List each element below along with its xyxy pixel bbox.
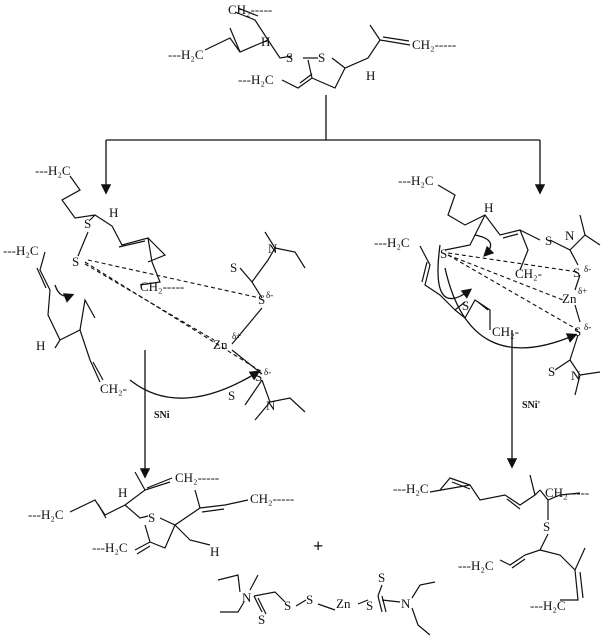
delta-minus-label: δ- [266, 290, 273, 300]
h-label: H [118, 485, 127, 500]
n-label: N [401, 596, 411, 611]
h2c-label: ---H₂C [168, 47, 204, 62]
s-label: S [84, 216, 91, 231]
s-label: S [306, 592, 313, 607]
delta-plus-label: δ+ [578, 286, 587, 296]
zinc-dithiocarbamate-complex: N S S S Zn S S N [217, 570, 436, 636]
s-label: S [255, 369, 262, 384]
s-label: S [258, 292, 265, 307]
s-label: S [228, 388, 235, 403]
zn-label: Zn [336, 596, 351, 611]
s-label: S [543, 519, 550, 534]
n-label: N [565, 228, 575, 243]
s-label: S [258, 612, 265, 627]
s-label: S [462, 298, 469, 313]
delta-minus-label: δ- [264, 367, 271, 377]
h-label: H [484, 200, 493, 215]
h2c-label: ---H₂C [398, 173, 434, 188]
h2c-label: ---H₂C [530, 598, 566, 613]
sni-prime-arrow: SNi' [506, 330, 541, 469]
h-label: H [36, 338, 45, 353]
s-label: S [573, 265, 580, 280]
right-transition-state: ---H₂C H ---H₂C S CH₂- S CH₂- S N S δ- Z… [374, 173, 601, 396]
h-label: H [210, 544, 219, 559]
s-label: S [378, 570, 385, 585]
n-label: N [242, 590, 252, 605]
ch2-label: CH₂----- [412, 37, 456, 52]
h2c-label: ---H₂C [374, 235, 410, 250]
sni-label: SNi [154, 410, 170, 421]
left-product-monosulfide: CH₂----- ---H₂C H S CH₂----- ---H₂C H [28, 470, 294, 559]
ch2-label: CH₂----- [250, 491, 294, 506]
s-label: S [286, 50, 293, 65]
h2c-label: ---H₂C [35, 163, 71, 178]
h-label: H [109, 205, 118, 220]
s-label: S [230, 260, 237, 275]
branch-arrows [100, 95, 546, 195]
s-label: S [366, 598, 373, 613]
right-product-rearranged-sulfide: ---H₂C CH₂----- S ---H₂C ---H₂C [393, 474, 589, 613]
h2c-label: ---H₂C [92, 540, 128, 555]
ch2-label: CH₂- [515, 266, 542, 281]
ch2-label: CH₂----- [228, 2, 272, 17]
ch2-label: CH₂- [492, 324, 519, 339]
delta-minus-label: δ- [584, 322, 591, 332]
delta-minus-label: δ- [584, 264, 591, 274]
s-label: S [440, 246, 447, 261]
h2c-label: ---H₂C [393, 481, 429, 496]
zn-label: Zn [562, 291, 577, 306]
h2c-label: ---H₂C [3, 243, 39, 258]
s-label: S [284, 598, 291, 613]
h-label: H [366, 68, 375, 83]
h2c-label: ---H₂C [238, 72, 274, 87]
sni-arrow: SNi [139, 350, 170, 479]
delta-plus-label: δ+ [232, 331, 241, 341]
s-label: S [148, 510, 155, 525]
ch2-label: CH₂----- [140, 279, 184, 294]
h2c-label: ---H₂C [458, 558, 494, 573]
ch2-label: CH₂----- [545, 485, 589, 500]
s-label: S [545, 233, 552, 248]
n-label: N [266, 398, 276, 413]
left-transition-state: ---H₂C H S ---H₂C S CH₂----- H CH₂- S N … [3, 163, 306, 421]
n-label: N [268, 241, 278, 256]
zn-label: Zn [213, 337, 228, 352]
h-label: H [261, 34, 270, 49]
s-label: S [548, 364, 555, 379]
n-label: N [571, 368, 581, 383]
ch2-label: CH₂----- [175, 470, 219, 485]
s-label: S [574, 324, 581, 339]
s-label: S [72, 254, 79, 269]
reactant-disulfide: CH₂----- ---H₂C H S S CH₂----- H ---H₂C [168, 2, 456, 89]
plus-sign: + [313, 536, 323, 556]
sni-prime-label: SNi' [522, 400, 541, 411]
h2c-label: ---H₂C [28, 507, 64, 522]
ch2-label: CH₂- [100, 381, 127, 396]
s-label: S [318, 50, 325, 65]
